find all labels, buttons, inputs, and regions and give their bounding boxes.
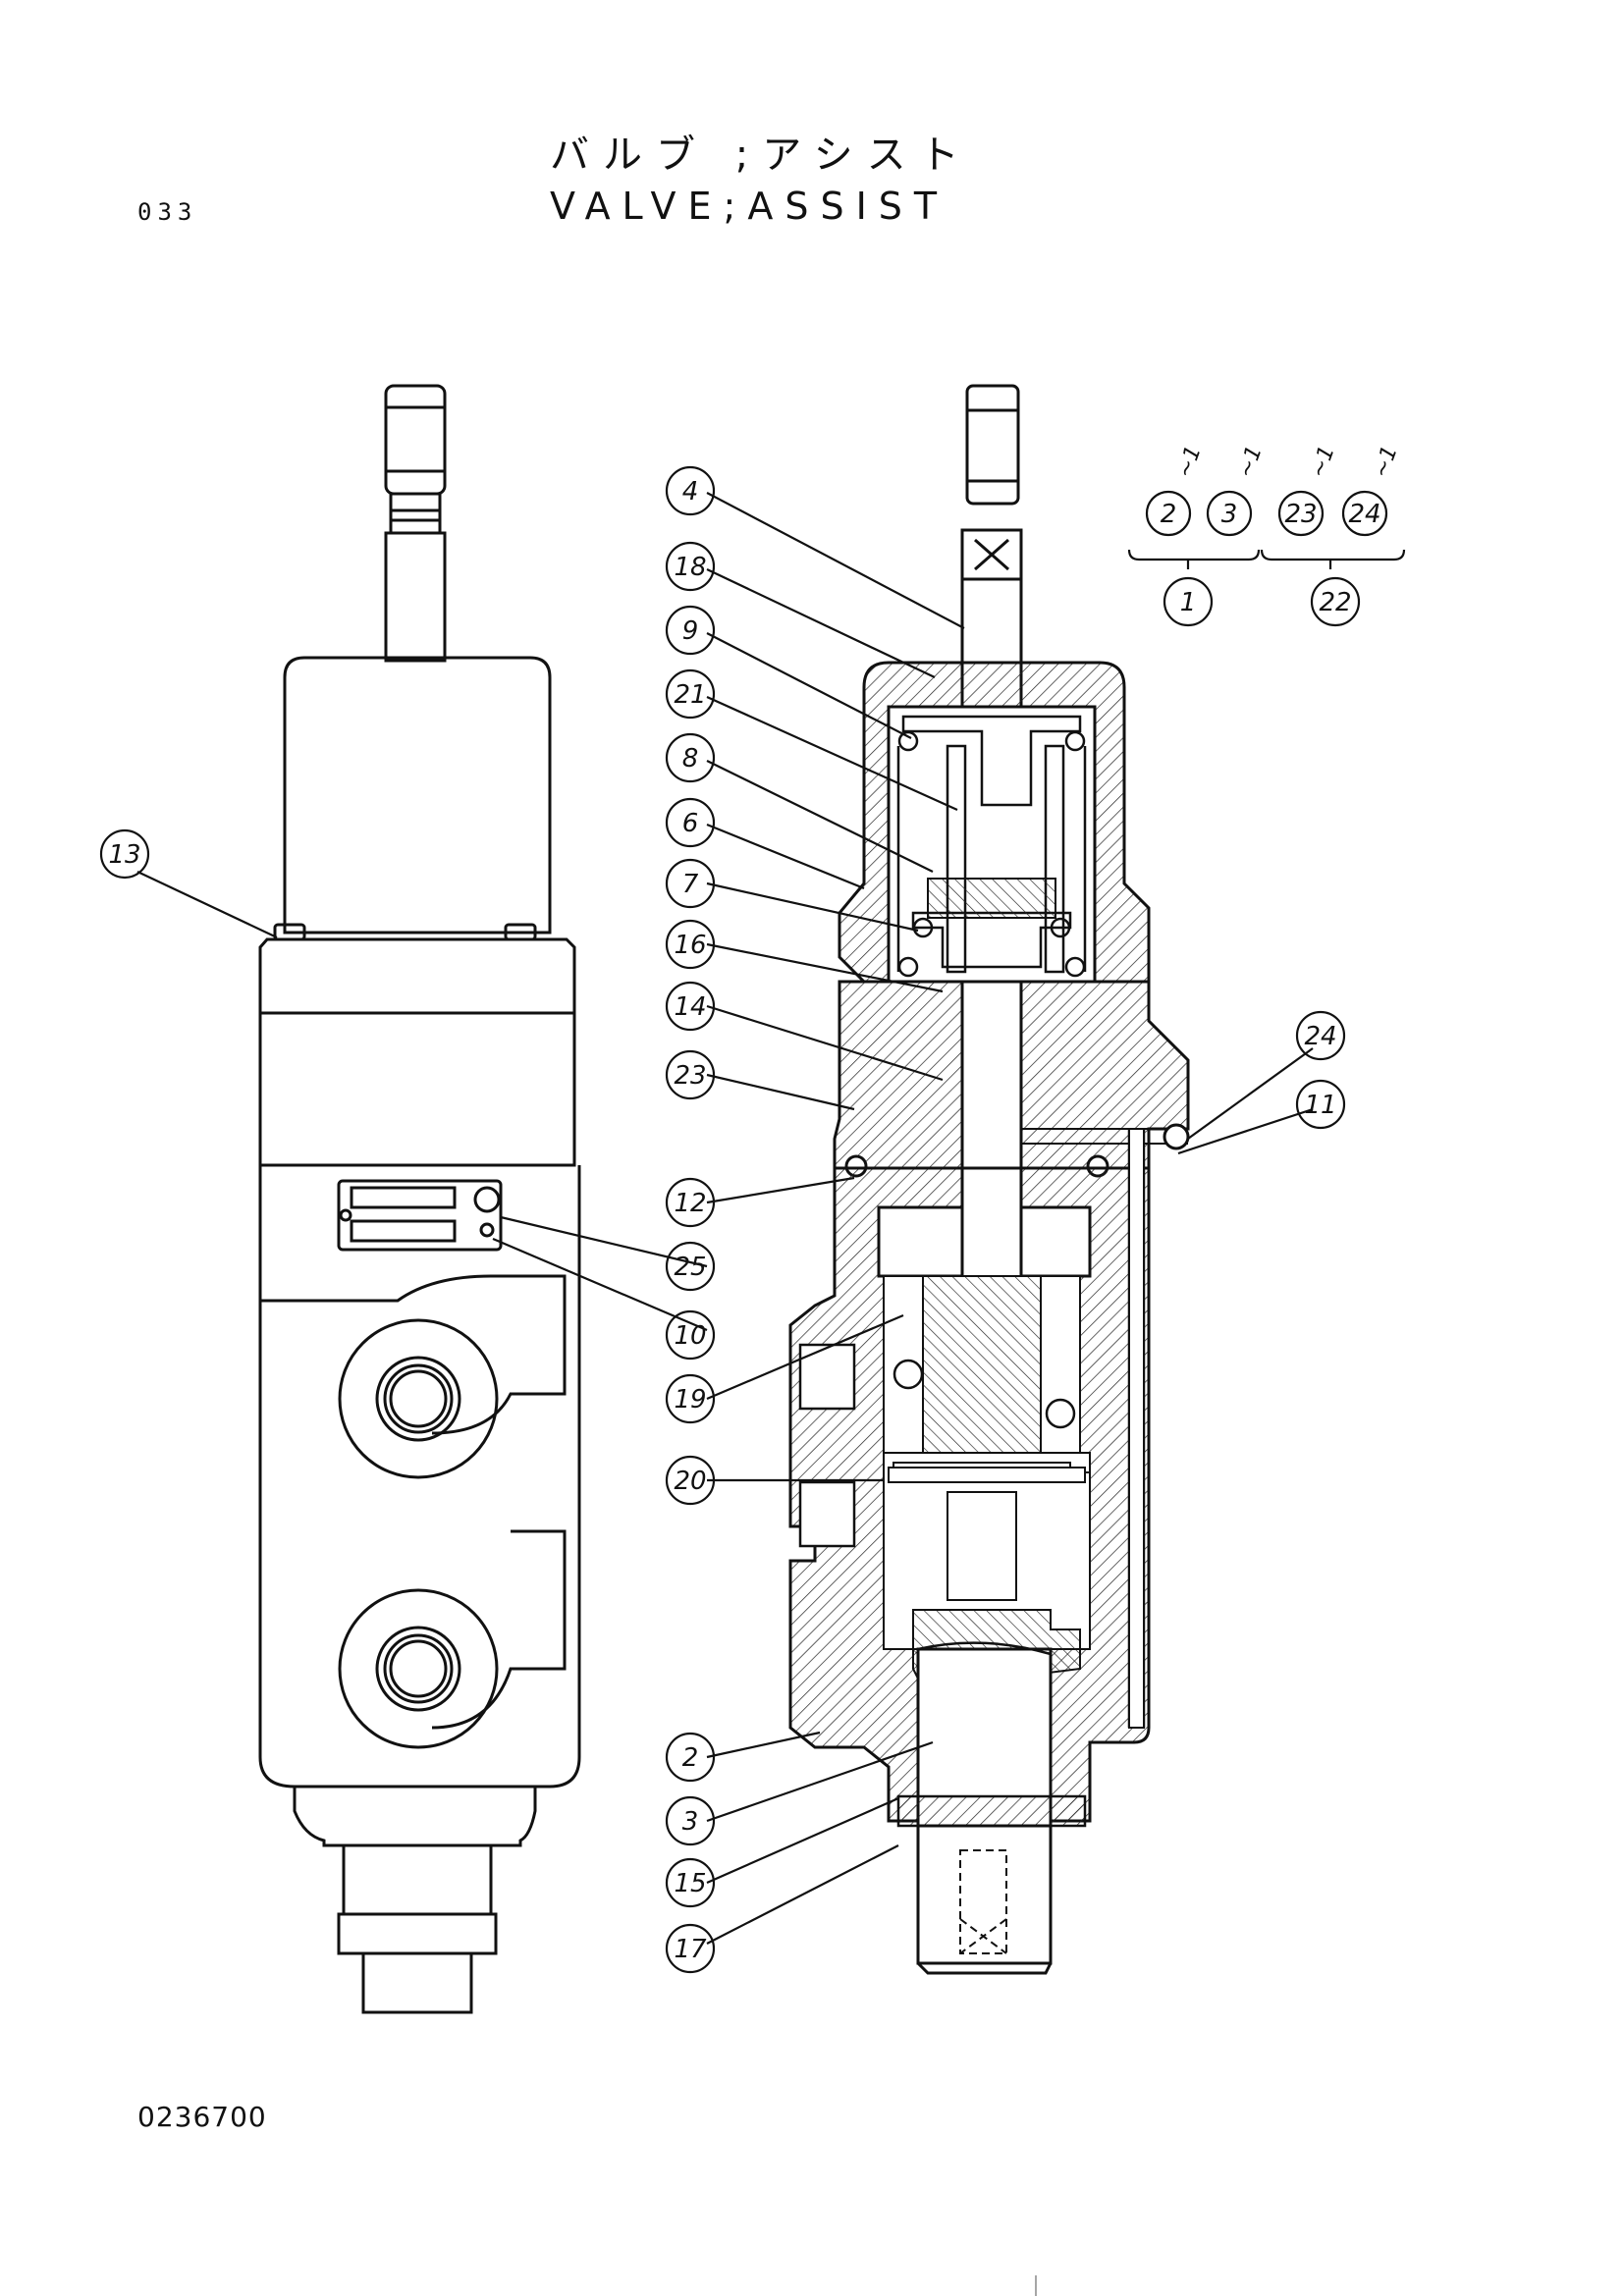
page-number: 033 bbox=[137, 198, 198, 226]
title-japanese: バルブ ;アシスト bbox=[550, 133, 973, 178]
kit-suffixes: ~1 ~1 ~1 ~1 bbox=[1172, 443, 1403, 481]
callout-9: 9 bbox=[682, 616, 699, 646]
callout-23: 23 bbox=[674, 1061, 706, 1091]
callout-12: 12 bbox=[674, 1189, 706, 1218]
title-english: VALVE;ASSIST bbox=[550, 185, 949, 228]
callout-21: 21 bbox=[674, 680, 706, 710]
callout-2: 2 bbox=[682, 1743, 699, 1773]
callout-24: 24 bbox=[1304, 1022, 1336, 1051]
kit22-suffix-a: ~1 bbox=[1306, 443, 1340, 481]
kit22-child-24: 24 bbox=[1348, 500, 1380, 529]
callout-8: 8 bbox=[682, 744, 699, 774]
drawing-number: 0236700 bbox=[137, 2101, 267, 2133]
callout-labels: 13 4 18 9 21 8 6 7 16 14 23 12 25 10 19 … bbox=[108, 477, 1380, 1964]
external-view bbox=[258, 384, 581, 2014]
kit1-parent: 1 bbox=[1180, 588, 1197, 617]
section-view bbox=[788, 384, 1190, 1975]
kit22-child-23: 23 bbox=[1284, 500, 1317, 529]
callout-15: 15 bbox=[674, 1869, 706, 1898]
callout-17: 17 bbox=[674, 1935, 707, 1964]
callout-4: 4 bbox=[682, 477, 699, 507]
callout-7: 7 bbox=[682, 870, 699, 899]
kit1-suffix-a: ~1 bbox=[1172, 443, 1207, 481]
callout-16: 16 bbox=[674, 931, 706, 960]
callout-19: 19 bbox=[674, 1385, 706, 1415]
callout-14: 14 bbox=[674, 992, 706, 1022]
kit1-child-3: 3 bbox=[1221, 500, 1238, 529]
callout-11: 11 bbox=[1304, 1091, 1336, 1120]
callout-3: 3 bbox=[682, 1807, 699, 1837]
callout-25: 25 bbox=[674, 1253, 706, 1282]
kit1-suffix-b: ~1 bbox=[1233, 443, 1268, 481]
callout-18: 18 bbox=[674, 553, 706, 582]
kit22-suffix-b: ~1 bbox=[1369, 443, 1403, 481]
callout-6: 6 bbox=[682, 809, 699, 838]
callout-group bbox=[99, 465, 1406, 1974]
callout-10: 10 bbox=[674, 1321, 706, 1351]
callout-13: 13 bbox=[108, 840, 140, 870]
callout-20: 20 bbox=[674, 1467, 706, 1496]
kit22-parent: 22 bbox=[1319, 588, 1351, 617]
kit1-child-2: 2 bbox=[1161, 500, 1177, 529]
